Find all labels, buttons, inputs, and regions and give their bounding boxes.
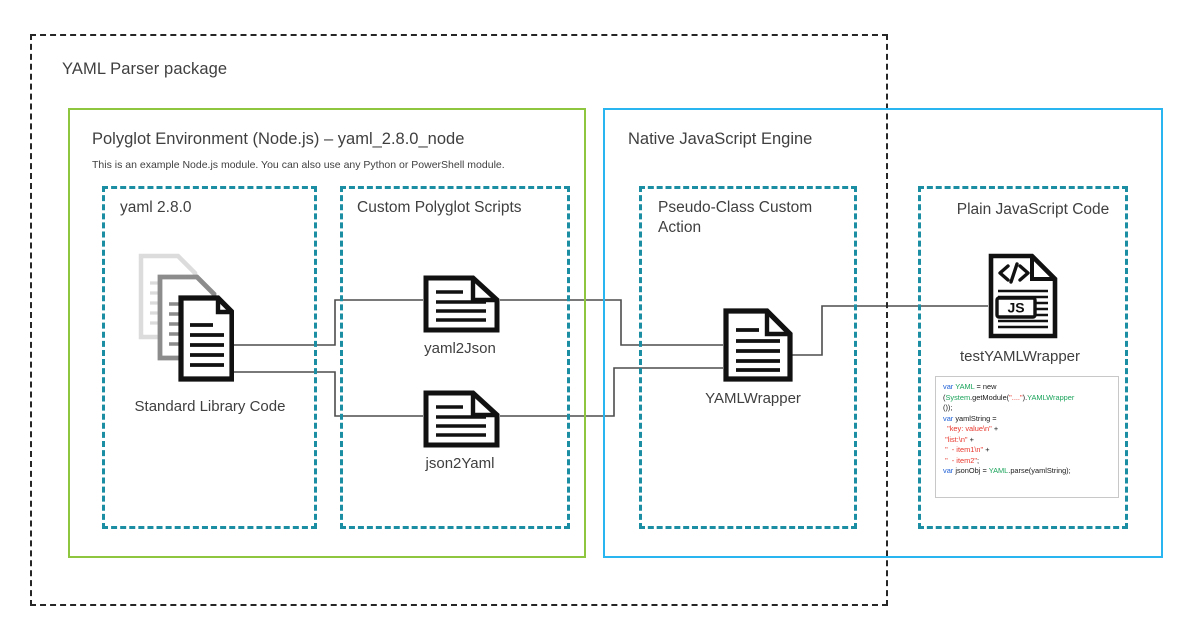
document-icon-yamlwrapper [723,308,793,382]
node-label-yamlwrapper: YAMLWrapper [705,390,801,407]
code-line: " - item2"; [945,455,980,465]
node-label-json2yaml: json2Yaml [425,455,495,472]
javascript-code-snippet: var YAML = new(System.getModule("....").… [935,376,1119,498]
document-icon-yaml2json [423,275,500,333]
code-line: " - item1\n" + [945,445,990,455]
code-line: "list:\n" + [945,434,974,444]
polyglot-environment-boundary [68,108,586,558]
code-line: var jsonObj = YAML.parse(yamlString); [943,466,1071,476]
panel-custom-polyglot-scripts [340,186,570,529]
panel-yaml-library-label: yaml 2.8.0 [120,199,192,216]
node-label-testyamlwrapper: testYAMLWrapper [959,348,1081,365]
panel-plain-javascript-code-label: Plain JavaScript Code [956,201,1110,218]
native-js-engine-boundary [603,108,1163,558]
panel-yaml-library [102,186,317,529]
stacked-documents-icon [138,253,234,385]
panel-pseudo-class-custom-action-label: Pseudo-Class Custom Action [658,199,813,237]
polyglot-environment-subtitle: This is an example Node.js module. You c… [92,159,505,171]
code-line: var yamlString = [943,413,997,423]
document-icon-json2yaml [423,390,500,448]
outer-package-label: YAML Parser package [62,60,228,78]
code-line: var YAML = new [943,382,997,391]
code-line: (System.getModule("....").YAMLWrapper [943,392,1075,402]
javascript-document-icon-testyamlwrapper: JS [988,253,1058,339]
panel-custom-polyglot-scripts-label: Custom Polyglot Scripts [357,199,522,216]
panel-plain-javascript-code [918,186,1128,529]
node-label-yaml2json: yaml2Json [424,340,496,357]
code-line: ()); [943,403,953,413]
polyglot-environment-label: Polyglot Environment (Node.js) – yaml_2.… [92,130,465,148]
node-label-standard-library-code: Standard Library Code [134,398,286,415]
code-line: "key: value\n" + [947,424,999,434]
outer-package-boundary [30,34,888,606]
svg-text:JS: JS [1007,300,1024,316]
native-js-engine-label: Native JavaScript Engine [628,130,813,148]
panel-pseudo-class-custom-action [639,186,857,529]
